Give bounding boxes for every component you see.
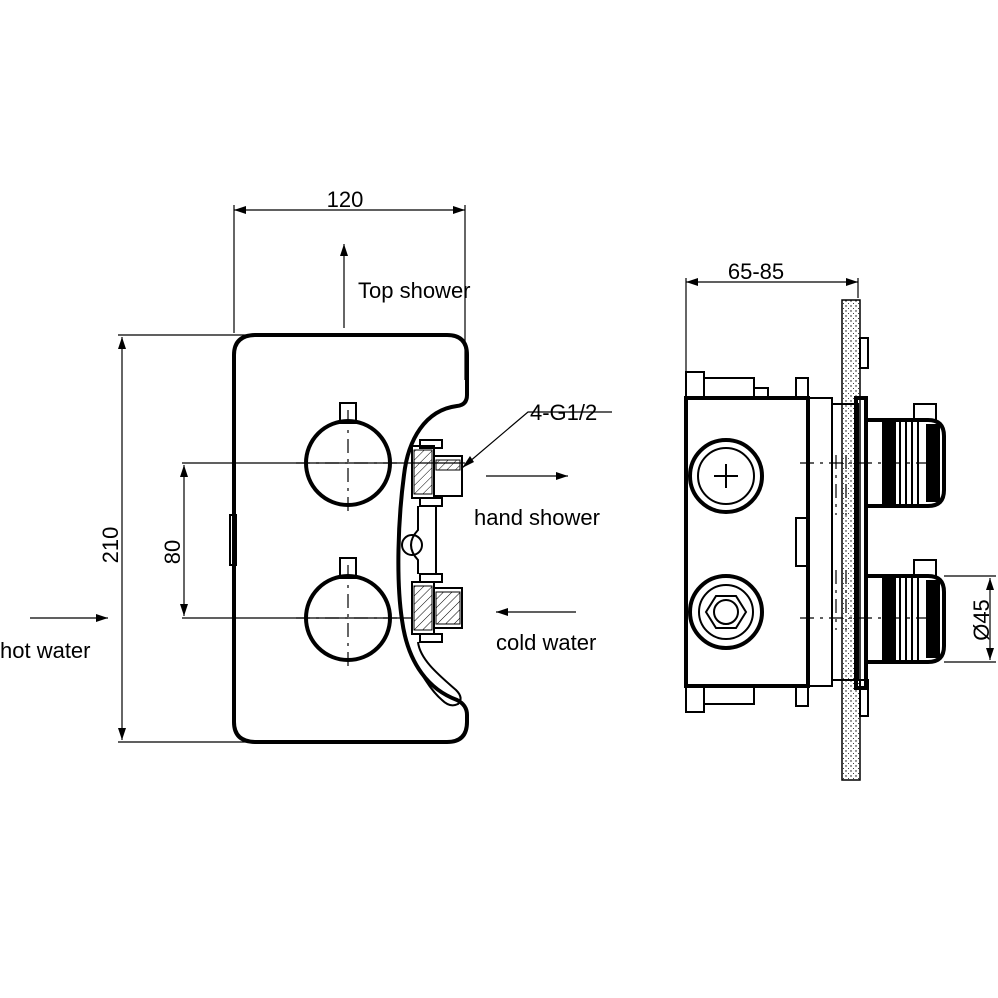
front-view: 120 210 80 Top shower 4-G1/2 hand shower… bbox=[0, 187, 612, 744]
thread-label: 4-G1/2 bbox=[530, 400, 597, 425]
width-dimension-label: 120 bbox=[327, 187, 364, 212]
lower-port bbox=[688, 574, 764, 650]
hot-water-label: hot water bbox=[0, 638, 91, 663]
upper-handle bbox=[296, 402, 400, 516]
thread-leader bbox=[461, 411, 612, 469]
spacing-dimension-label: 80 bbox=[160, 540, 185, 564]
plate-latch bbox=[229, 514, 237, 566]
lower-handle-profile bbox=[866, 559, 946, 664]
cold-water-label: cold water bbox=[496, 630, 596, 655]
depth-dimension-label: 65-85 bbox=[728, 259, 784, 284]
upper-port bbox=[688, 438, 764, 514]
lower-handle bbox=[296, 557, 400, 671]
height-dimension-label: 210 bbox=[98, 527, 123, 564]
valve-body bbox=[401, 439, 463, 707]
top-shower-label: Top shower bbox=[358, 278, 471, 303]
side-view: 65-85 Ø45 bbox=[684, 259, 996, 781]
diameter-dimension-label: Ø45 bbox=[969, 599, 994, 641]
upper-handle-profile bbox=[866, 403, 946, 508]
hand-shower-label: hand shower bbox=[474, 505, 600, 530]
cover-plate bbox=[232, 333, 469, 744]
